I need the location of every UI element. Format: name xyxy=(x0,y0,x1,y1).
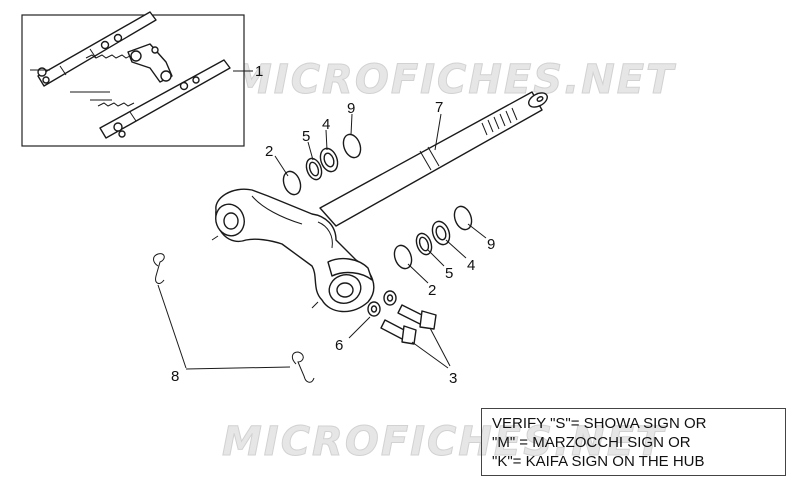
bolts xyxy=(380,304,437,345)
label-9-upper: 9 xyxy=(347,100,355,117)
label-9-lower: 9 xyxy=(487,236,495,253)
ring-9-upper xyxy=(342,133,362,159)
watermark-bottom: MICROFICHES.NET xyxy=(222,419,666,465)
label-5-lower: 5 xyxy=(445,265,453,282)
fork-leg-upper xyxy=(30,11,157,87)
watermark-top: MICROFICHES.NET xyxy=(232,57,676,103)
fork-assembly-inset xyxy=(21,11,245,147)
label-8: 8 xyxy=(171,368,179,385)
label-6: 6 xyxy=(335,337,343,354)
label-5-upper: 5 xyxy=(302,128,310,145)
label-4-upper: 4 xyxy=(322,116,330,133)
label-2-lower: 2 xyxy=(428,282,436,299)
note-line-1: VERIFY "S"= SHOWA SIGN OR xyxy=(492,415,707,432)
label-7: 7 xyxy=(435,99,443,116)
label-1: 1 xyxy=(255,63,263,80)
spring-clip-left xyxy=(153,253,165,284)
note-line-2: "M" = MARZOCCHI SIGN OR xyxy=(492,434,691,451)
spring-clip-right xyxy=(291,351,315,383)
bearing-set-upper xyxy=(282,133,362,196)
bearing-set-lower xyxy=(393,205,473,270)
label-3: 3 xyxy=(449,370,457,387)
label-4-lower: 4 xyxy=(467,257,475,274)
note-line-3: "K"= KAIFA SIGN ON THE HUB xyxy=(492,453,705,470)
fork-leg-lower xyxy=(70,59,231,139)
label-2-upper: 2 xyxy=(265,143,273,160)
hub-marking-note: VERIFY "S"= SHOWA SIGN OR "M" = MARZOCCH… xyxy=(481,408,786,476)
lower-crown xyxy=(211,188,375,313)
ring-2-lower xyxy=(393,244,413,270)
ring-9-lower xyxy=(453,205,473,231)
washers xyxy=(367,290,397,317)
ring-2-upper xyxy=(282,170,302,196)
steering-stem xyxy=(319,91,548,227)
